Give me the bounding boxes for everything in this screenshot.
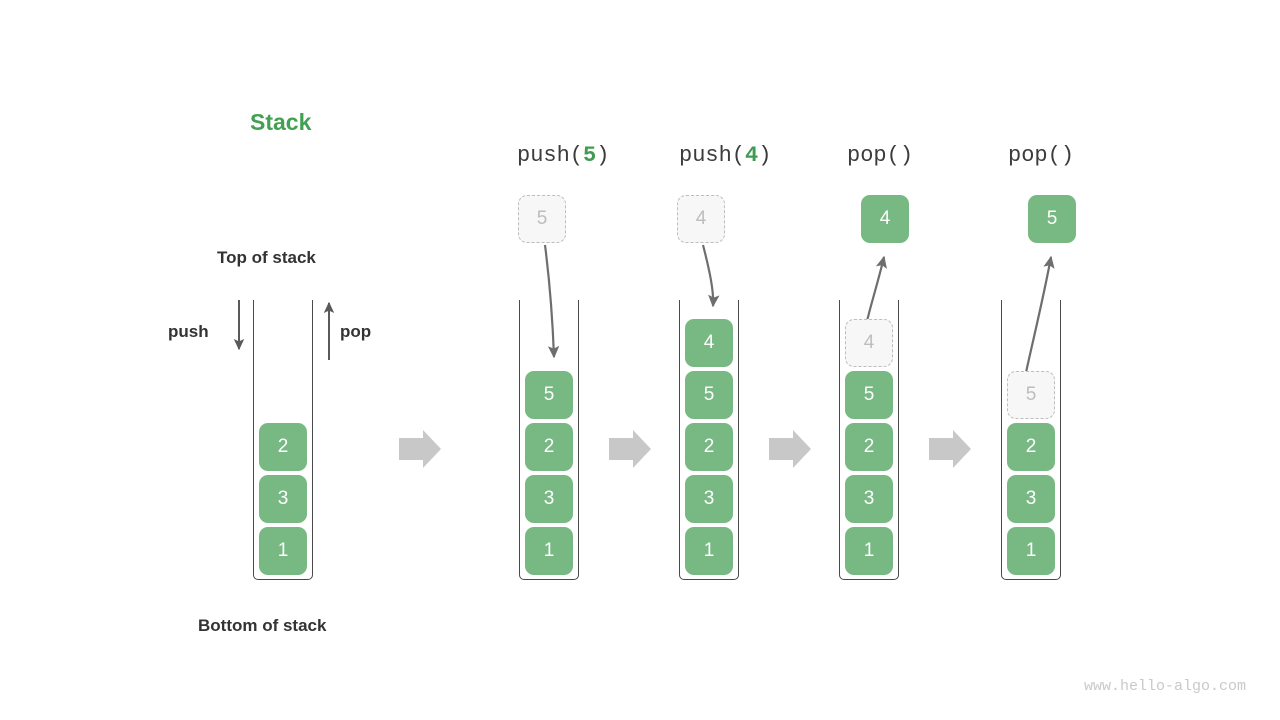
op-suffix: ) <box>1060 143 1075 168</box>
stack-cell: 2 <box>685 423 733 471</box>
push-4-arrow <box>701 244 720 308</box>
stack-container <box>679 300 739 580</box>
op-prefix: push( <box>517 143 584 168</box>
stack-cell: 5 <box>845 371 893 419</box>
stack-cell: 3 <box>525 475 573 523</box>
watermark: www.hello-algo.com <box>1084 678 1247 695</box>
stack-cell: 4 <box>685 319 733 367</box>
op-suffix: ) <box>758 143 772 168</box>
stack-cell: 2 <box>1007 423 1055 471</box>
stack-container <box>519 300 579 580</box>
stack-container <box>253 300 313 580</box>
stack-cell: 1 <box>845 527 893 575</box>
top-of-stack-label: Top of stack <box>217 248 316 267</box>
incoming-ghost-cell: 5 <box>518 195 566 243</box>
bottom-of-stack-label: Bottom of stack <box>198 616 327 635</box>
push-label: push <box>168 322 209 341</box>
stack-container <box>1001 300 1061 580</box>
push-5-arrow <box>543 244 560 359</box>
stack-cell: 1 <box>525 527 573 575</box>
incoming-ghost-cell: 4 <box>677 195 725 243</box>
popped-cell: 4 <box>861 195 909 243</box>
stack-cell: 3 <box>259 475 307 523</box>
stack-cell: 2 <box>259 423 307 471</box>
operation-label-push-4: push(4) <box>679 143 771 168</box>
op-suffix: ) <box>899 143 914 168</box>
operation-label-pop-2: pop() <box>1008 143 1074 168</box>
stack-cell: 5 <box>685 371 733 419</box>
op-prefix: pop( <box>1008 143 1061 168</box>
flow-arrow <box>399 430 441 468</box>
removed-ghost-cell: 5 <box>1007 371 1055 419</box>
pop-label: pop <box>340 322 372 341</box>
op-prefix: pop( <box>847 143 900 168</box>
op-arg: 4 <box>745 143 759 168</box>
removed-ghost-cell: 4 <box>845 319 893 367</box>
operation-label-pop-1: pop() <box>847 143 913 168</box>
operation-label-push-5: push(5) <box>517 143 609 168</box>
stack-cell: 3 <box>685 475 733 523</box>
popped-cell: 5 <box>1028 195 1076 243</box>
stack-cell: 1 <box>685 527 733 575</box>
stack-cell: 1 <box>259 527 307 575</box>
stack-cell: 2 <box>845 423 893 471</box>
stack-cell: 5 <box>525 371 573 419</box>
stack-cell: 2 <box>525 423 573 471</box>
flow-arrow <box>769 430 811 468</box>
stack-cell: 1 <box>1007 527 1055 575</box>
stack-container <box>839 300 899 580</box>
page-title: Stack <box>250 109 312 135</box>
flow-arrow <box>929 430 971 468</box>
flow-arrow <box>609 430 651 468</box>
op-suffix: ) <box>596 143 610 168</box>
pop-2-arrow <box>1023 255 1055 378</box>
stack-cell: 3 <box>1007 475 1055 523</box>
stack-cell: 3 <box>845 475 893 523</box>
op-prefix: push( <box>679 143 746 168</box>
op-arg: 5 <box>583 143 597 168</box>
